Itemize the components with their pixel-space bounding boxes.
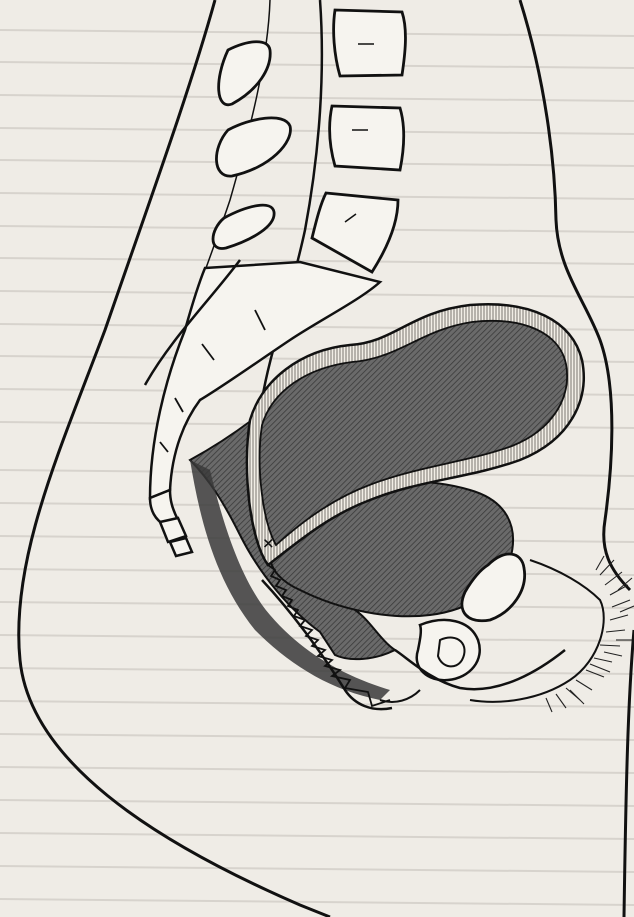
vertebrae	[213, 10, 405, 272]
coccyx-2	[170, 538, 192, 556]
process-3	[213, 205, 274, 248]
abdomen-outline	[520, 0, 630, 590]
process-2	[216, 118, 290, 176]
vertebra-2	[330, 106, 404, 170]
vertebra-1	[334, 10, 406, 76]
labia-inner	[438, 638, 465, 667]
cross-marker: ×	[262, 534, 275, 552]
process-1	[219, 42, 271, 105]
